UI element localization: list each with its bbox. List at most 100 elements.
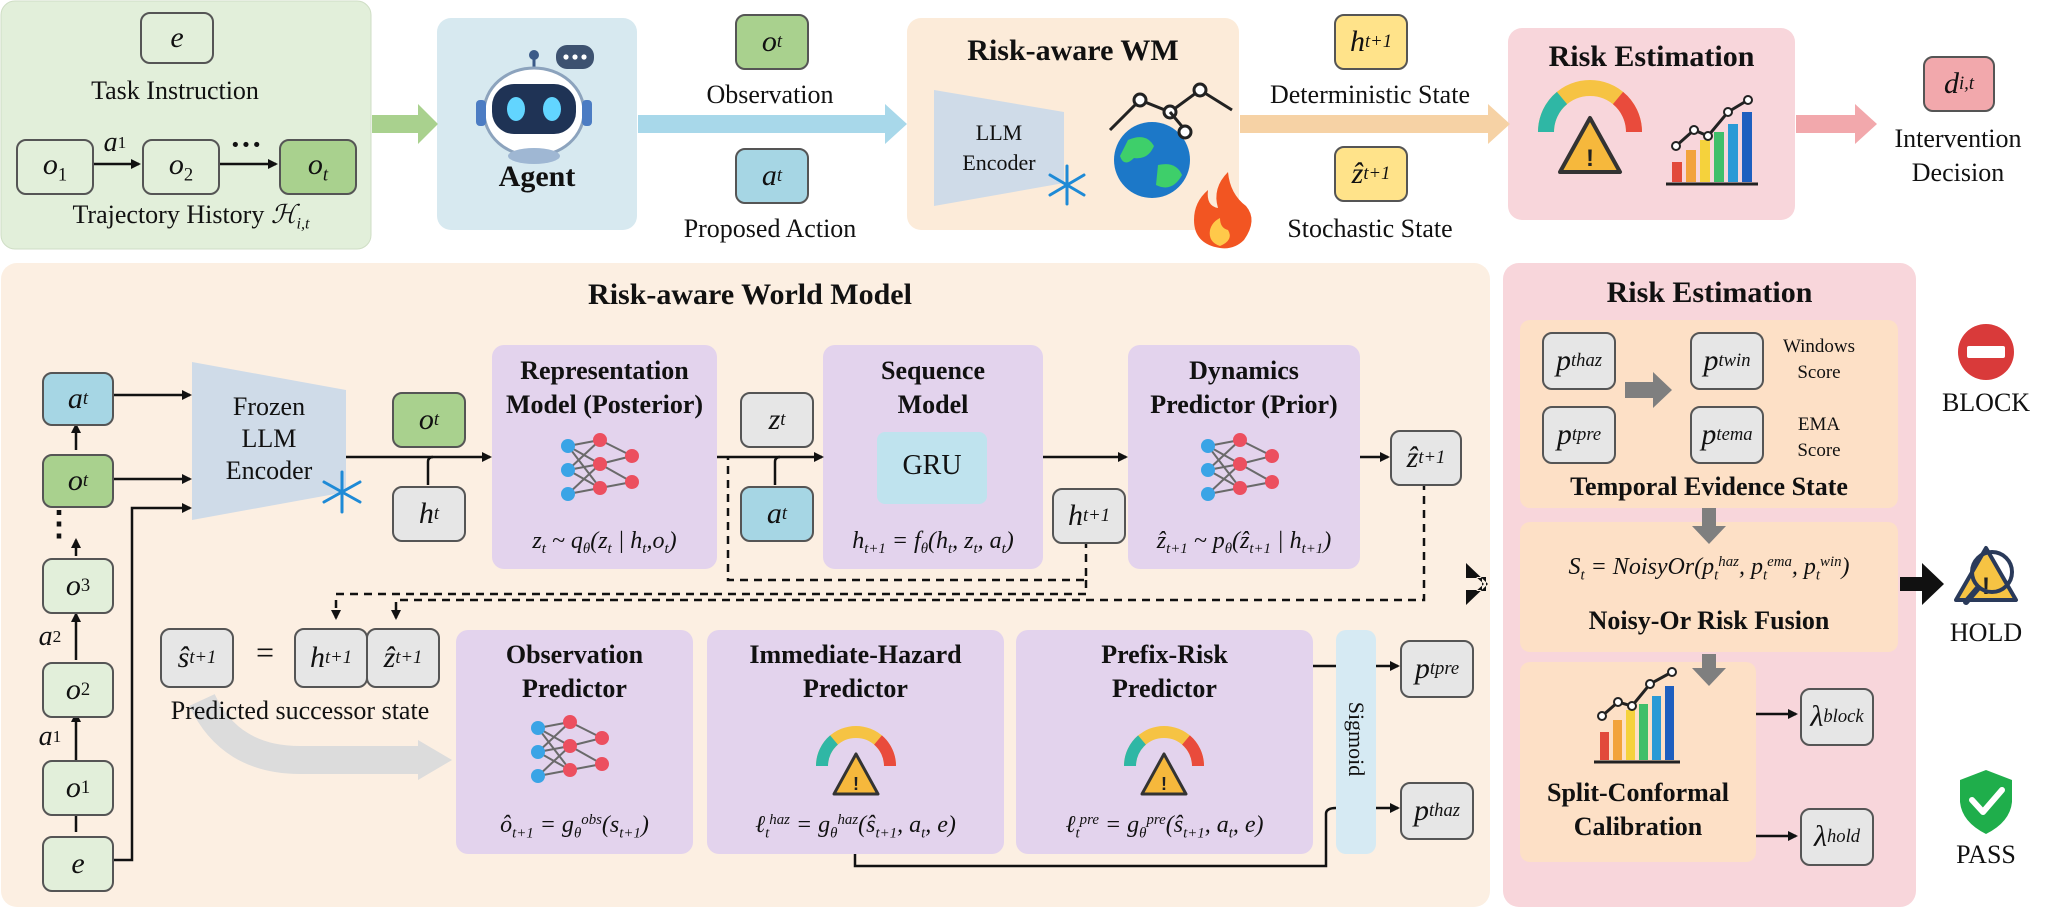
left-e-box: e — [42, 836, 114, 892]
frozen-label-2: LLM — [241, 424, 297, 453]
hold-label: HOLD — [1949, 618, 2023, 647]
history-dots: ··· — [229, 126, 262, 162]
risk-gauge-icon: ! — [1537, 80, 1643, 174]
predicted-successor-label: Predicted successor state — [170, 696, 430, 725]
ema-label-2: Score — [1797, 440, 1841, 461]
ema-label-1: EMA — [1797, 414, 1841, 435]
history-o2-box: o2 — [142, 139, 220, 195]
neural-net-icon-3 — [531, 715, 609, 783]
windows-label-2: Score — [1797, 362, 1841, 383]
block-label: BLOCK — [1941, 388, 2031, 417]
seq-equation: ht+1 = fθ(ht, zt, at) — [852, 528, 1014, 558]
svg-text:!: ! — [1586, 145, 1594, 172]
arrow-wm-risk — [1240, 104, 1510, 144]
succ-eq-sign: = — [255, 634, 275, 670]
svg-text:!: ! — [1982, 573, 1990, 600]
wm-encoder-shape — [934, 90, 1064, 206]
haz-pred-title-2: Predictor — [803, 674, 908, 703]
obs-pred-title-2: Predictor — [522, 674, 627, 703]
pass-label: PASS — [1956, 840, 2016, 869]
windows-label-1: Windows — [1782, 336, 1856, 357]
wm-encoder-label-2: Encoder — [962, 150, 1036, 175]
pre-pred-box — [1016, 630, 1313, 854]
snowflake-icon — [1048, 164, 1086, 206]
repr-title-2: Model (Posterior) — [505, 390, 704, 419]
frozen-label-1: Frozen — [232, 392, 306, 421]
arrow-agent-wm — [638, 104, 907, 144]
hold-icon: ! — [1954, 546, 2018, 605]
trajectory-history-label: Trajectory History ℋi,t — [72, 200, 310, 233]
split-title-1: Split-Conformal — [1547, 778, 1729, 807]
wm-title: Risk-aware WM — [967, 34, 1179, 67]
rwm-title: Risk-aware World Model — [588, 278, 912, 311]
noisy-title: Noisy-Or Risk Fusion — [1588, 606, 1830, 635]
obs-pred-equation: ôt+1 = gθobs(st+1) — [500, 812, 649, 842]
obs-pred-title-1: Observation — [505, 640, 644, 669]
neural-net-icon-1 — [561, 433, 639, 501]
dyn-box — [1128, 345, 1360, 569]
dyn-equation: ẑt+1 ~ pθ(ẑt+1 | ht+1) — [1156, 528, 1332, 558]
dyn-title-1: Dynamics — [1189, 356, 1299, 385]
sigmoid-bar — [1336, 630, 1376, 854]
globe-network-icon — [1108, 82, 1233, 198]
gru-box — [877, 432, 987, 504]
agent-label: Agent — [498, 160, 576, 193]
neural-net-icon-2 — [1201, 433, 1279, 501]
task-e-box: e — [140, 12, 214, 64]
intervention-label: Intervention — [1894, 124, 2022, 153]
split-title-2: Calibration — [1573, 812, 1703, 841]
block-icon — [1958, 324, 2014, 380]
frozen-encoder-shape — [192, 362, 346, 520]
pre-pred-title-1: Prefix-Risk — [1101, 640, 1228, 669]
proposed-action-label: Proposed Action — [683, 214, 857, 243]
pre-pred-equation: ℓtpre = gθpre(ŝt+1, at, e) — [1065, 812, 1264, 842]
seq-title-1: Sequence — [881, 356, 985, 385]
pass-icon — [1960, 770, 2012, 834]
prefix-gauge-icon: ! — [1123, 726, 1205, 796]
history-o1-box: o1 — [16, 139, 94, 195]
svg-text:!: ! — [1161, 774, 1167, 794]
stochastic-state-label: Stochastic State — [1287, 214, 1453, 243]
history-ot-box: ot — [279, 139, 357, 195]
frozen-label-3: Encoder — [225, 456, 313, 485]
haz-pred-box — [707, 630, 1004, 854]
decision-label: Decision — [1911, 158, 2005, 187]
bar-chart-icon — [1666, 95, 1758, 186]
haz-pred-title-1: Immediate-Hazard — [749, 640, 962, 669]
hazard-gauge-icon: ! — [815, 726, 897, 796]
robot-icon — [476, 45, 594, 164]
gru-label: GRU — [902, 450, 962, 481]
re-title: Risk Estimation — [1606, 276, 1813, 309]
repr-title-1: Representation — [520, 356, 689, 385]
fire-icon — [1194, 172, 1252, 249]
deterministic-state-label: Deterministic State — [1269, 80, 1470, 109]
haz-pred-equation: ℓthaz = gθhaz(ŝt+1, at, e) — [755, 812, 956, 842]
observation-label: Observation — [706, 80, 834, 109]
